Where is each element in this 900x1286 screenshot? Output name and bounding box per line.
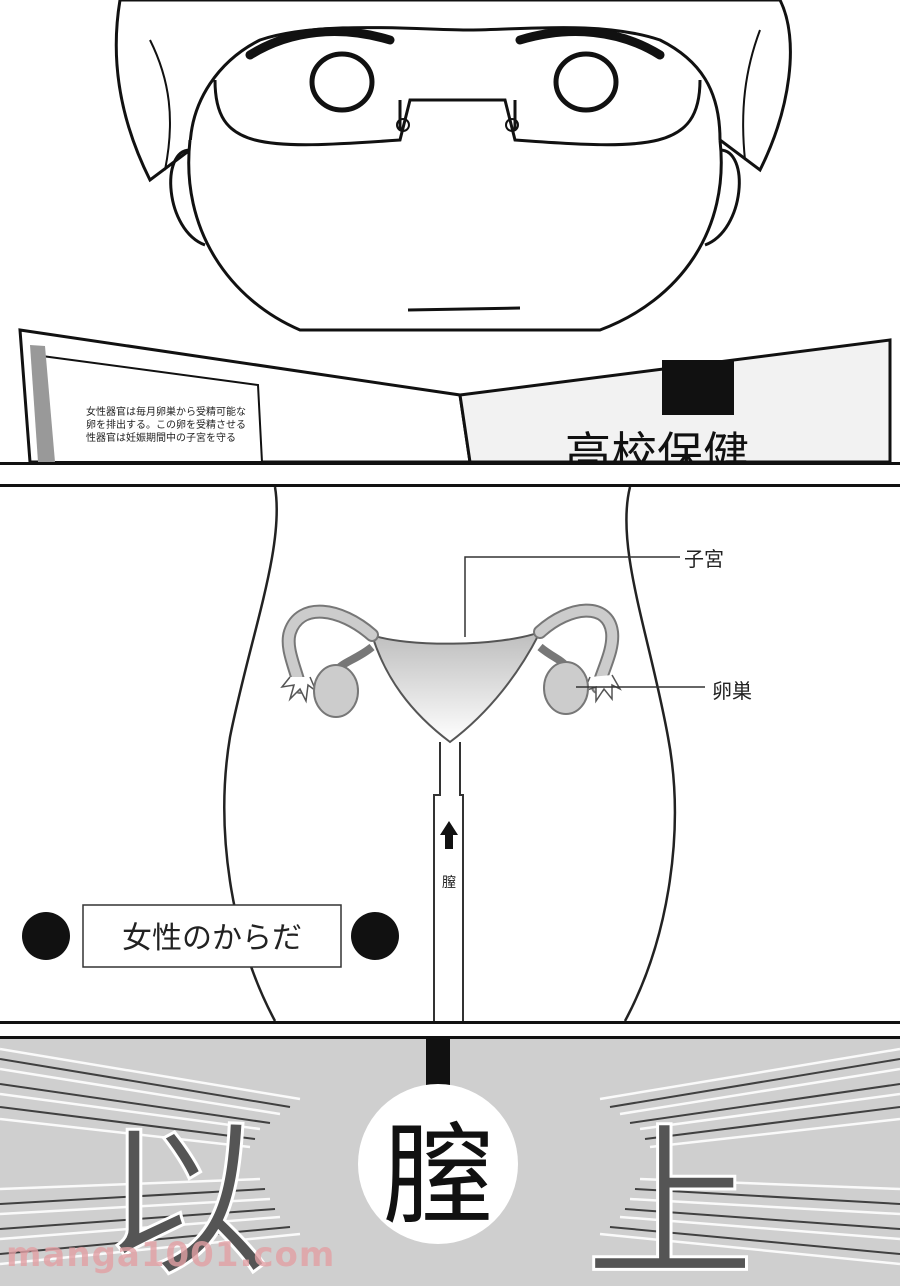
label-uterus: 子宮 — [684, 547, 724, 571]
panel-exclamation: 以 膣 上 — [0, 1036, 900, 1286]
big-char-center: 膣 — [383, 1112, 493, 1240]
arrow-up-icon — [440, 821, 458, 849]
left-ovary — [313, 664, 359, 718]
reading-illustration: 女性器官は毎月卵巣から受精可能な 卵を排出する。この卵を受精させる 性器官は妊娠… — [18, 0, 892, 462]
label-ovary: 卵巣 — [712, 679, 752, 703]
panel-diagram: 子宮 卵巣 膣 女性のからだ — [0, 484, 900, 1024]
right-ovary — [543, 661, 589, 715]
speed-lines-illustration: 以 膣 上 — [0, 1039, 900, 1286]
bullet-right-icon — [351, 912, 399, 960]
book-line-1: 女性器官は毎月卵巣から受精可能な — [86, 405, 246, 418]
book-line-3: 性器官は妊娠期間中の子宮を守る — [86, 431, 236, 444]
watermark: manga1001.com — [6, 1235, 336, 1275]
book-black-mark — [662, 360, 734, 415]
label-vagina: 膣 — [442, 874, 456, 891]
bullet-left-icon — [22, 912, 70, 960]
big-char-left: 以 — [100, 1102, 270, 1286]
caption-box — [82, 904, 342, 968]
big-char-right: 上 — [585, 1107, 755, 1286]
anatomy-diagram: 子宮 卵巣 膣 女性のからだ — [22, 487, 752, 1021]
book-cover-title: 高校保健 — [565, 427, 749, 462]
panel-reading: 女性器官は毎月卵巣から受精可能な 卵を排出する。この卵を受精させる 性器官は妊娠… — [0, 0, 900, 465]
caption-text: 女性のからだ — [122, 921, 302, 956]
book-line-2: 卵を排出する。この卵を受精させる — [86, 418, 246, 431]
center-circle — [358, 1084, 518, 1244]
